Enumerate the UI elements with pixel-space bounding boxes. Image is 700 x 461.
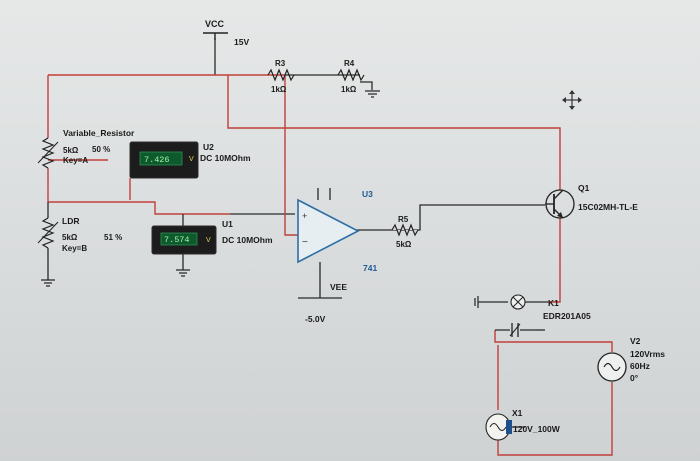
u1-reading: 7.574	[164, 235, 190, 245]
ldr-label: LDR	[62, 216, 79, 226]
u2-voltmeter[interactable]: 7.426 V U2 DC 10MOhm	[129, 141, 251, 179]
move-cursor-icon	[562, 90, 582, 110]
u2-spec: DC 10MOhm	[200, 153, 251, 163]
v2-frequency: 60Hz	[630, 361, 650, 371]
k1-label: K1	[548, 298, 559, 308]
var-res-percent: 50 %	[92, 145, 110, 154]
u2-label: U2	[203, 142, 214, 152]
ldr-key: Key=B	[62, 244, 87, 253]
v2-phase: 0°	[630, 373, 639, 383]
ldr-percent: 51 %	[104, 233, 122, 242]
collector-wire[interactable]	[227, 75, 561, 190]
v2-voltage: 120Vrms	[630, 349, 665, 359]
r4-resistor[interactable]: R4 1kΩ	[337, 59, 365, 94]
r5-label: R5	[398, 215, 409, 224]
r3-resistor[interactable]: R3 1kΩ	[267, 59, 295, 94]
u1-voltmeter[interactable]: 7.574 V U1 DC 10MOhm	[151, 219, 273, 255]
ac-top-wire[interactable]	[494, 330, 613, 352]
r4-value: 1kΩ	[341, 85, 357, 94]
ldr-value: 5kΩ	[62, 233, 78, 242]
u2-unit: V	[189, 156, 194, 163]
opamp-minus-wire[interactable]	[284, 75, 298, 236]
u3-opamp[interactable]: + − U3 741	[297, 189, 377, 273]
r3-label: R3	[275, 59, 286, 68]
opamp-vcc-pins[interactable]	[317, 188, 331, 200]
u1-unit: V	[206, 237, 211, 244]
var-res-key: Key=A	[63, 156, 88, 165]
k1-relay[interactable]: K1 EDR201A05	[495, 294, 591, 337]
ac-bottom-wire[interactable]	[497, 382, 613, 456]
ground-icon	[365, 90, 380, 98]
var-res-label: Variable_Resistor	[63, 128, 135, 138]
r4-label: R4	[344, 59, 355, 68]
k1-part: EDR201A05	[543, 311, 591, 321]
opamp-minus-sign: −	[302, 237, 308, 248]
r3-value: 1kΩ	[271, 85, 287, 94]
u1-spec: DC 10MOhm	[222, 235, 273, 245]
ground-icon	[41, 279, 55, 287]
vee-label: VEE	[330, 282, 347, 292]
q1-transistor[interactable]: Q1 15C02MH-TL-E	[545, 183, 638, 219]
r5-wire[interactable]	[355, 204, 545, 231]
node-b-wire[interactable]	[48, 201, 230, 215]
u3-part: 741	[363, 263, 377, 273]
vcc-label: VCC	[205, 19, 225, 29]
x1-label: X1	[512, 408, 523, 418]
r4-ground-wire[interactable]	[360, 81, 373, 90]
vcc-source[interactable]: VCC 15V	[203, 19, 249, 47]
vee-voltage: -5.0V	[305, 314, 326, 324]
variable-resistor[interactable]: Variable_Resistor 5kΩ 50 % Key=A	[37, 128, 135, 169]
q1-part: 15C02MH-TL-E	[578, 202, 638, 212]
vee-source[interactable]: VEE -5.0V	[305, 282, 347, 324]
v2-label: V2	[630, 336, 641, 346]
r5-resistor[interactable]: R5 5kΩ	[391, 215, 419, 249]
q1-label: Q1	[578, 183, 590, 193]
x1-lamp[interactable]: X1 120V_100W	[485, 408, 561, 441]
emitter-wire[interactable]	[548, 218, 561, 303]
x1-part: 120V_100W	[513, 424, 561, 434]
u3-label: U3	[362, 189, 373, 199]
opamp-plus-sign: +	[302, 211, 307, 221]
ldr-resistor[interactable]: LDR 5kΩ 51 % Key=B	[37, 216, 122, 253]
u1-label: U1	[222, 219, 233, 229]
wires	[47, 38, 613, 456]
v2-ac-source[interactable]: V2 120Vrms 60Hz 0°	[597, 336, 665, 383]
var-res-value: 5kΩ	[63, 146, 79, 155]
ground-icon	[176, 269, 190, 277]
vcc-voltage: 15V	[234, 37, 249, 47]
r5-value: 5kΩ	[396, 240, 412, 249]
ground-icon	[474, 296, 479, 308]
u2-reading: 7.426	[144, 155, 170, 165]
